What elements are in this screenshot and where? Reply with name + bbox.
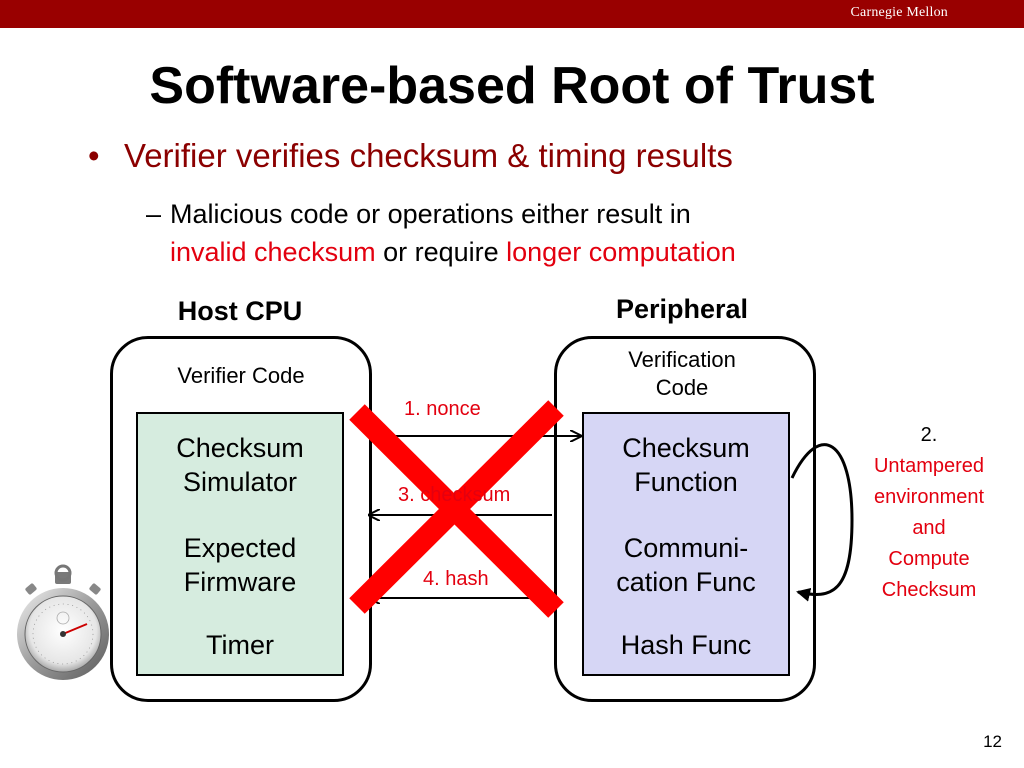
slide-title: Software-based Root of Trust (149, 57, 875, 115)
timer-box: Timer (136, 616, 344, 676)
sub-bullet-line-1: Malicious code or operations either resu… (170, 199, 691, 229)
highlight-longer-computation: longer computation (506, 237, 736, 267)
untampered-note: 2. Untampered environment and Compute Ch… (856, 420, 1002, 606)
verification-code-label: Verification Code (554, 346, 810, 402)
bullet-text: Verifier verifies checksum & timing resu… (124, 137, 733, 174)
line-2-middle: or require (375, 237, 507, 267)
compute-loop-arrow (790, 443, 854, 602)
communication-func-box: Communi-cation Func (582, 514, 790, 618)
note-line-3: and (912, 517, 946, 539)
host-cpu-heading: Host CPU (177, 296, 303, 326)
sub-bullet-line-2: invalid checksum or require longer compu… (170, 233, 736, 271)
timer-label: Timer (206, 630, 274, 660)
communication-func-line-1: Communi- (623, 533, 749, 563)
stopwatch-icon (17, 564, 109, 680)
hash-message-label: 4. hash (423, 568, 489, 590)
expected-firmware-box: Expected Firmware (136, 514, 344, 618)
sub-bullet-marker: – (146, 199, 162, 229)
step-2-number: 2. (920, 424, 938, 446)
page-number: 12 (983, 732, 1002, 751)
checksum-message-label: 3. checksum (398, 484, 511, 506)
verification-code-line-2: Code (655, 375, 709, 400)
note-line-4: Compute (888, 548, 970, 570)
nonce-message-label: 1. nonce (404, 398, 481, 420)
peripheral-heading: Peripheral (615, 294, 749, 324)
note-line-1: Untampered (873, 455, 985, 477)
highlight-invalid-checksum: invalid checksum (170, 237, 376, 267)
hash-func-box: Hash Func (582, 616, 790, 676)
communication-func-line-2: cation Func (616, 567, 756, 597)
brand-logo-text: Carnegie Mellon (850, 5, 948, 20)
checksum-function-line-2: Function (634, 467, 738, 497)
top-bar: Carnegie Mellon (0, 0, 1024, 28)
expected-firmware-label: Expected Firmware (183, 533, 297, 597)
note-line-2: environment (873, 486, 985, 508)
checksum-function-line-1: Checksum (622, 433, 750, 463)
hash-func-label: Hash Func (620, 630, 752, 660)
communication-func-label: Communi-cation Func (616, 531, 756, 599)
checksum-simulator-label: Checksum Simulator (176, 433, 304, 497)
red-cross-icon (349, 400, 564, 618)
verifier-code-label: Verifier Code (177, 363, 305, 388)
verification-code-line-1: Verification (628, 347, 736, 372)
bullet-marker: • (88, 137, 100, 174)
note-line-5: Checksum (881, 579, 977, 601)
